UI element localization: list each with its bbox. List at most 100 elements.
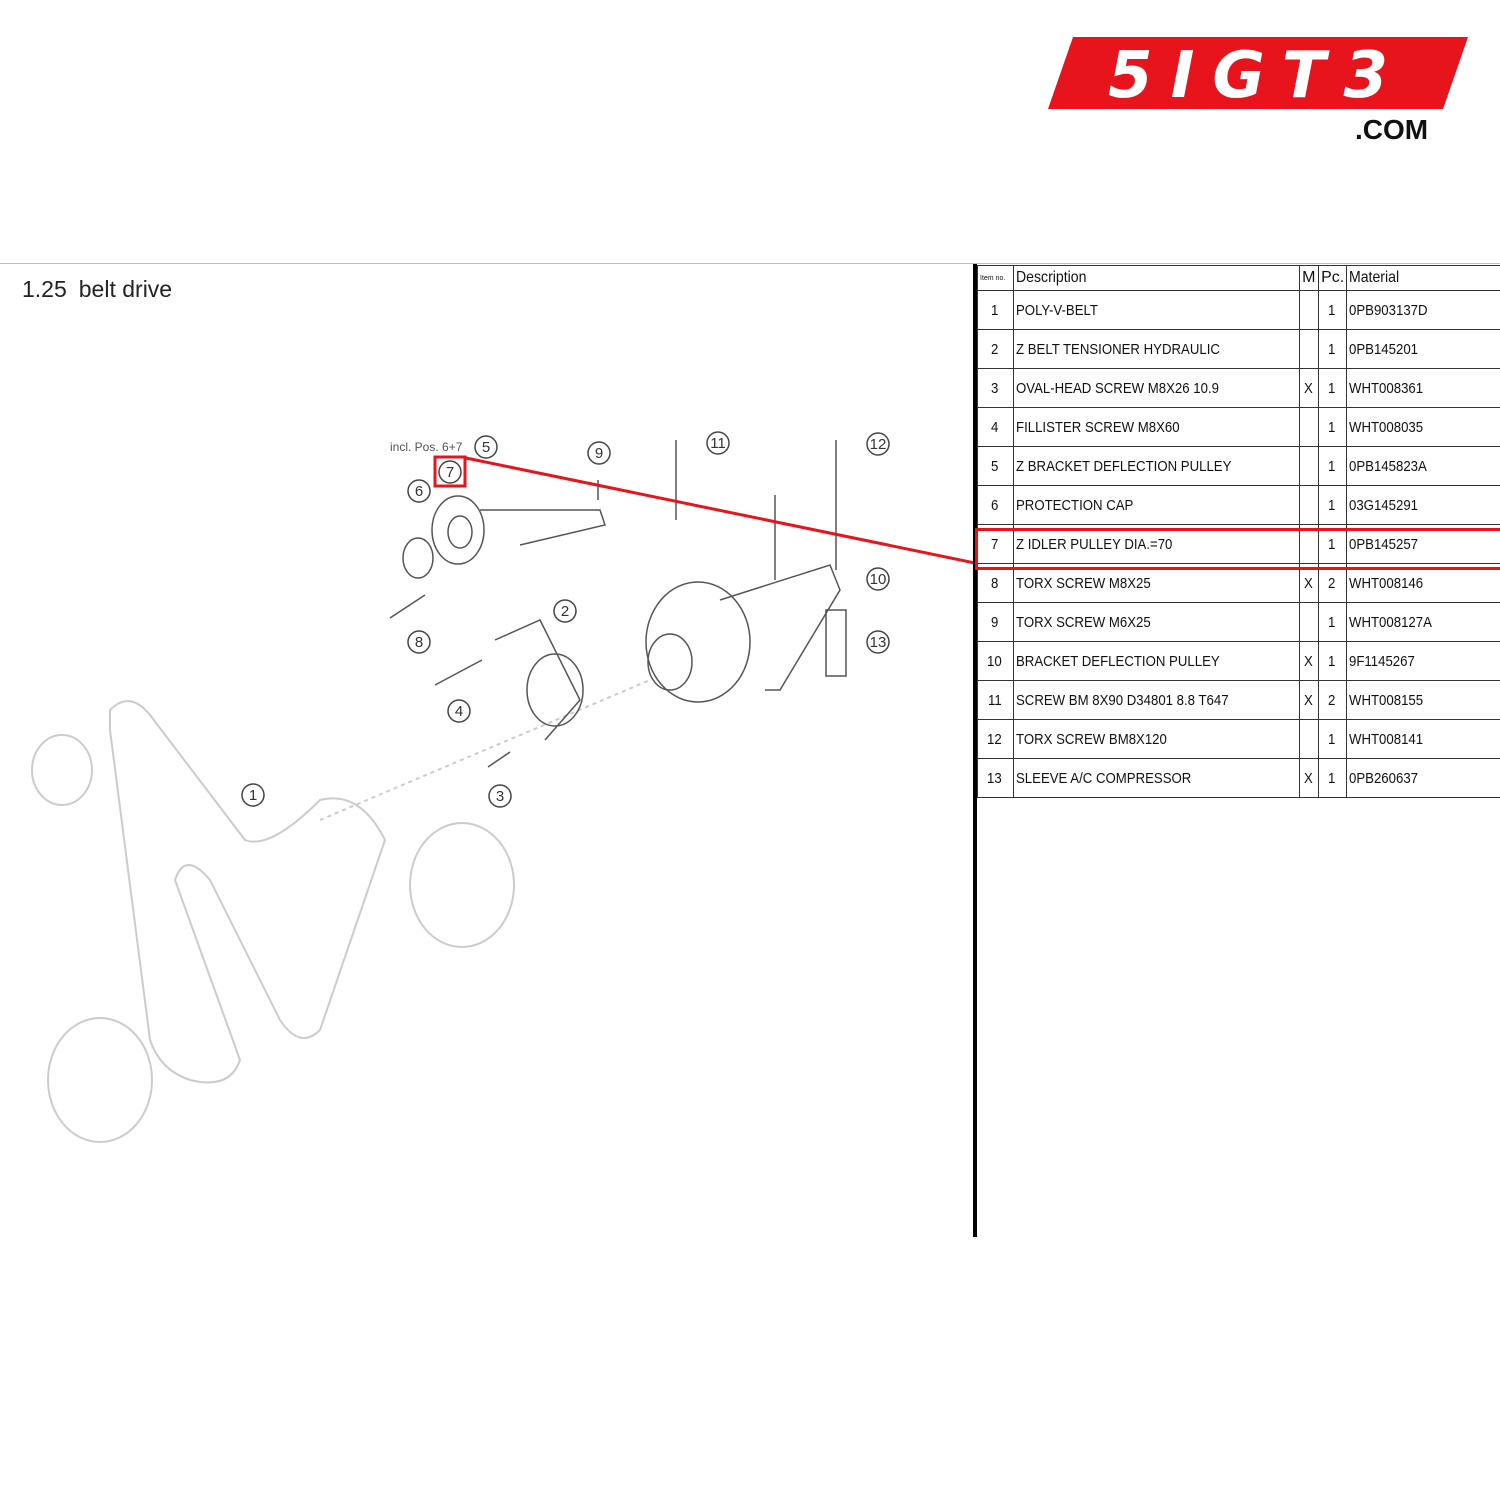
svg-text:7: 7 (446, 464, 454, 481)
header-pc: Pc. (1318, 265, 1348, 291)
table-border (973, 264, 977, 1237)
callout-6: 6 (407, 479, 431, 503)
svg-text:3: 3 (496, 788, 504, 805)
highlighted-row-outline (975, 528, 1500, 570)
svg-text:9: 9 (595, 445, 603, 462)
callout-7: 7 (438, 460, 462, 484)
highlight-box (433, 455, 467, 488)
item-number: 3 (977, 368, 1014, 408)
svg-text:11: 11 (710, 435, 726, 452)
material-number: WHT008035 (1346, 407, 1500, 447)
callout-1: 1 (241, 783, 265, 807)
parts (389, 440, 847, 768)
m-flag: X (1299, 680, 1320, 720)
material-number: 03G145291 (1346, 485, 1500, 525)
material-number: 0PB260637 (1346, 758, 1500, 798)
material-number: 9F1145267 (1346, 641, 1500, 681)
m-flag (1299, 329, 1320, 369)
quantity: 1 (1318, 758, 1348, 798)
description: PROTECTION CAP (1012, 485, 1301, 525)
description: TORX SCREW BM8X120 (1012, 719, 1301, 759)
m-flag: X (1299, 641, 1320, 681)
m-flag (1299, 485, 1320, 525)
quantity: 1 (1318, 602, 1348, 642)
logo: 5IGT3 (1045, 35, 1470, 116)
svg-text:4: 4 (455, 703, 463, 720)
callout-10: 10 (866, 567, 890, 591)
description: OVAL-HEAD SCREW M8X26 10.9 (1012, 368, 1301, 408)
svg-text:8: 8 (415, 634, 423, 651)
item-number: 1 (977, 290, 1014, 330)
item-number: 2 (977, 329, 1014, 369)
quantity: 1 (1318, 446, 1348, 486)
m-flag: X (1299, 758, 1320, 798)
description: SLEEVE A/C COMPRESSOR (1012, 758, 1301, 798)
callout-4: 4 (447, 699, 471, 723)
svg-text:5: 5 (482, 439, 490, 456)
material-number: 0PB903137D (1346, 290, 1500, 330)
m-flag (1299, 602, 1320, 642)
description: SCREW BM 8X90 D34801 8.8 T647 (1012, 680, 1301, 720)
description: Z BRACKET DEFLECTION PULLEY (1012, 446, 1301, 486)
description: FILLISTER SCREW M8X60 (1012, 407, 1301, 447)
item-number: 6 (977, 485, 1014, 525)
callout-8: 8 (407, 630, 431, 654)
material-number: WHT008361 (1346, 368, 1500, 408)
callout-2: 2 (553, 599, 577, 623)
description: POLY-V-BELT (1012, 290, 1301, 330)
callout-13: 13 (866, 630, 890, 654)
svg-text:6: 6 (415, 483, 423, 500)
material-number: 0PB145201 (1346, 329, 1500, 369)
material-number: WHT008141 (1346, 719, 1500, 759)
m-flag: X (1299, 368, 1320, 408)
m-flag (1299, 290, 1320, 330)
quantity: 1 (1318, 290, 1348, 330)
highlight-connector (465, 456, 975, 565)
material-number: WHT008155 (1346, 680, 1500, 720)
section-title: belt drive (78, 276, 173, 302)
item-number: 13 (977, 758, 1014, 798)
item-number: 4 (977, 407, 1014, 447)
logo-suffix: .COM (1355, 114, 1429, 145)
svg-text:1: 1 (249, 787, 257, 804)
quantity: 1 (1318, 719, 1348, 759)
item-number: 11 (977, 680, 1014, 720)
quantity: 1 (1318, 368, 1348, 408)
callout-3: 3 (488, 784, 512, 808)
m-flag (1299, 446, 1320, 486)
m-flag (1299, 407, 1320, 447)
header-item-no: Item no. (977, 265, 1014, 291)
svg-text:5IGT3: 5IGT3 (1108, 39, 1406, 111)
item-number: 5 (977, 446, 1014, 486)
quantity: 1 (1318, 407, 1348, 447)
quantity: 1 (1318, 641, 1348, 681)
svg-text:13: 13 (870, 634, 887, 651)
material-number: WHT008127A (1346, 602, 1500, 642)
diagram-note: incl. Pos. 6+7 (390, 440, 463, 454)
divider (0, 263, 1500, 264)
material-number: 0PB145823A (1346, 446, 1500, 486)
item-number: 9 (977, 602, 1014, 642)
m-flag (1299, 719, 1320, 759)
item-number: 12 (977, 719, 1014, 759)
table-header: Item no. Description M Pc. Material (977, 265, 1500, 291)
quantity: 1 (1318, 485, 1348, 525)
svg-text:10: 10 (870, 571, 887, 588)
faded-parts (31, 679, 651, 1143)
section-number: 1.25 (22, 276, 67, 302)
header-description: Description (1012, 265, 1301, 291)
description: Z BELT TENSIONER HYDRAULIC (1012, 329, 1301, 369)
